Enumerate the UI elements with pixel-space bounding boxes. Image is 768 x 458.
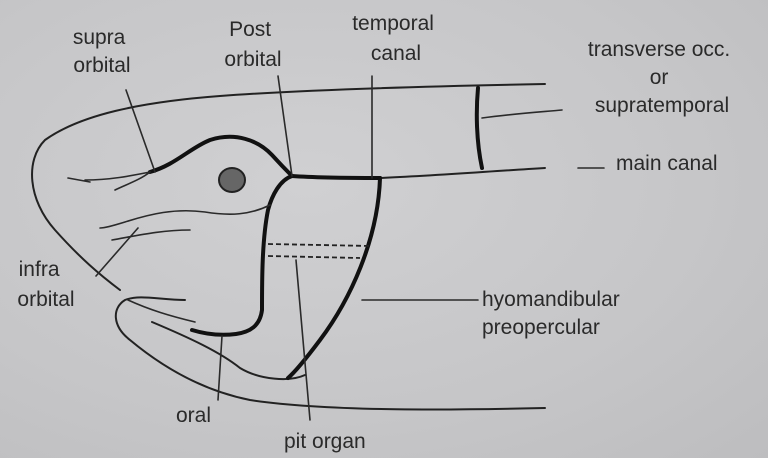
main-canal-continuation: [380, 168, 545, 178]
label-infra-line2: orbital: [17, 288, 74, 311]
leader-infra-orbital: [96, 228, 138, 276]
transverse-occipital-canal: [477, 88, 482, 168]
label-transverse: transverse occ. or supratemporal: [588, 38, 736, 117]
label-infra-line1: infra: [19, 258, 60, 281]
leader-pit-organ: [296, 260, 310, 420]
pit-organ-line-upper: [268, 244, 372, 246]
leader-oral: [218, 336, 222, 400]
label-supra-line1: supra: [73, 26, 126, 49]
label-infra-orbital: infra orbital: [17, 258, 74, 311]
pit-organ-line-lower: [268, 256, 360, 258]
lower-jaw-outline: [116, 297, 545, 409]
label-main-canal: main canal: [616, 152, 718, 175]
label-hyomandibular-line1: hyomandibular: [482, 288, 620, 311]
head-outline: [32, 84, 545, 290]
label-transverse-line1: transverse occ.: [588, 38, 730, 61]
supraorbital-canal: [150, 137, 292, 176]
label-transverse-line2: or: [650, 66, 669, 89]
label-temporal-line1: temporal: [352, 12, 434, 35]
label-transverse-line3: supratemporal: [595, 94, 729, 117]
label-hyomandibular: hyomandibular preopercular: [482, 288, 626, 339]
label-supra-orbital: supra orbital: [73, 26, 131, 77]
label-temporal-canal: temporal canal: [352, 12, 440, 65]
main-canal: [292, 176, 380, 178]
supraorbital-branches: [68, 172, 150, 190]
label-post-line2: orbital: [224, 48, 281, 71]
leader-supra-orbital: [126, 90, 155, 172]
infraorbital-inner: [100, 205, 270, 228]
label-pit-organ: pit organ: [284, 430, 366, 453]
label-supra-line2: orbital: [73, 54, 130, 77]
label-hyomandibular-line2: preopercular: [482, 316, 600, 339]
infraorbital-branch: [112, 230, 190, 240]
eye: [219, 168, 245, 192]
label-post-line1: Post: [229, 18, 271, 41]
hyomandibular-canal: [288, 178, 380, 378]
label-post-orbital: Post orbital: [224, 18, 281, 71]
label-oral: oral: [176, 404, 211, 427]
label-temporal-line2: canal: [371, 42, 421, 65]
mouth-curve: [128, 300, 195, 322]
leader-transverse: [482, 110, 562, 118]
